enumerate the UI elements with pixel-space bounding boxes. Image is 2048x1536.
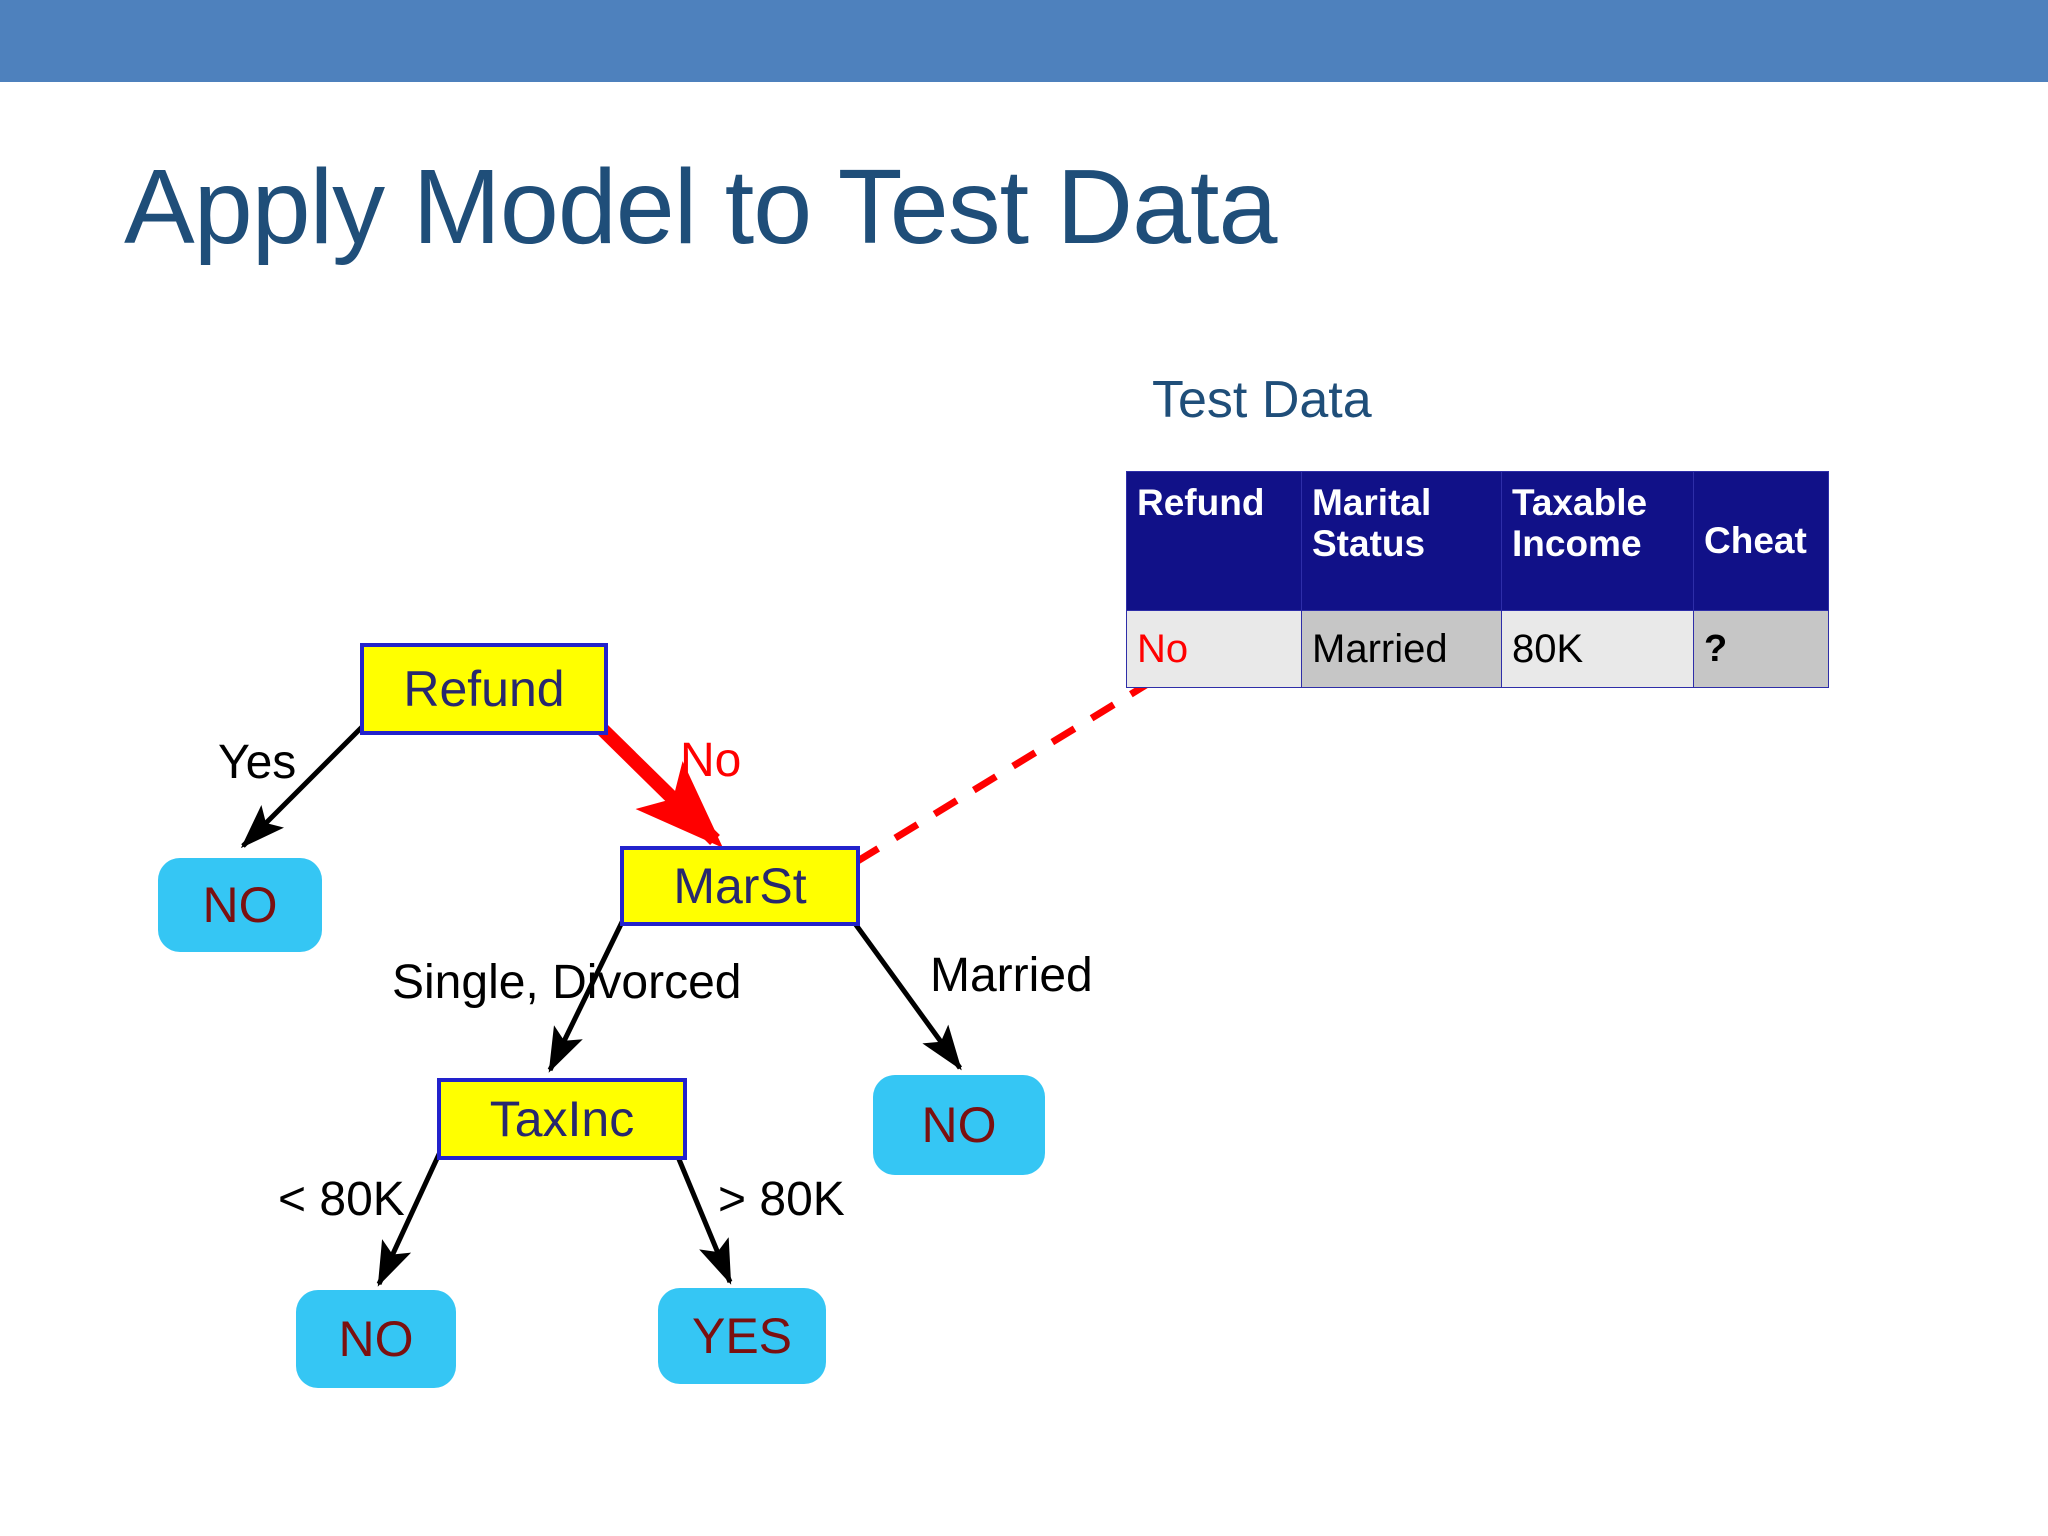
edge-label-married: Married: [930, 949, 1093, 1002]
column-header-marital-status: Marital Status: [1301, 471, 1502, 611]
tree-node-refund[interactable]: Refund: [360, 643, 608, 735]
edge-label-less-than-80k: < 80K: [278, 1173, 405, 1226]
column-header-cheat: Cheat: [1693, 471, 1829, 611]
cell-cheat: ?: [1693, 610, 1829, 688]
tree-leaf-no-married[interactable]: NO: [873, 1075, 1045, 1175]
tree-leaf-no-income-low[interactable]: NO: [296, 1290, 456, 1388]
column-header-cheat-line1: Cheat: [1704, 520, 1807, 562]
test-data-table: Refund Marital Status Taxable Income Che…: [1126, 471, 1829, 688]
slide-header-band: [0, 0, 2048, 82]
edge-label-no: No: [680, 734, 742, 787]
column-header-marital-line1: Marital: [1312, 482, 1432, 523]
column-header-taxable-income: Taxable Income: [1501, 471, 1694, 611]
cell-marital-status: Married: [1301, 610, 1502, 688]
edge-label-yes: Yes: [218, 736, 297, 789]
cell-taxable-income: 80K: [1501, 610, 1694, 688]
column-header-refund: Refund: [1126, 471, 1302, 611]
table-header-row: Refund Marital Status Taxable Income Che…: [1126, 471, 1829, 611]
tree-leaf-yes-income-high[interactable]: YES: [658, 1288, 826, 1384]
page-title: Apply Model to Test Data: [124, 148, 1277, 266]
column-header-income-line1: Taxable: [1512, 482, 1648, 523]
tree-leaf-no-refund-yes[interactable]: NO: [158, 858, 322, 952]
column-header-marital-line2: Status: [1312, 523, 1426, 565]
table-row: No Married 80K ?: [1126, 610, 1829, 688]
tree-node-marst[interactable]: MarSt: [620, 846, 860, 926]
tree-node-taxinc[interactable]: TaxInc: [437, 1078, 687, 1160]
cell-refund: No: [1126, 610, 1302, 688]
edge-label-single-divorced: Single, Divorced: [392, 956, 742, 1009]
edge-label-greater-than-80k: > 80K: [718, 1173, 845, 1226]
test-data-caption: Test Data: [1152, 371, 1372, 429]
column-header-income-line2: Income: [1512, 523, 1642, 565]
column-header-refund-line1: Refund: [1137, 482, 1265, 523]
